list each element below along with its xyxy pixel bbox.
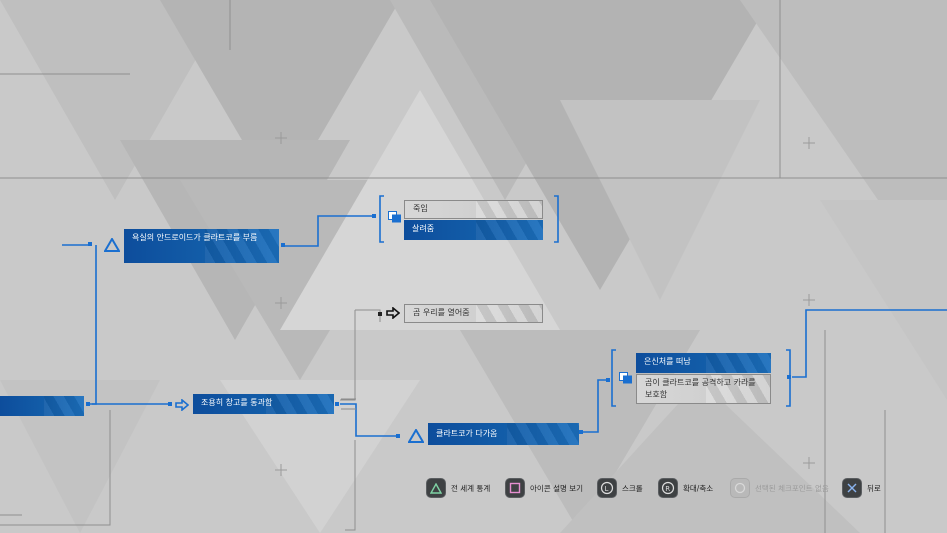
flow-node-call-chloe[interactable]: 욕실의 안드로이드가 클라트코를 부름 [124,229,279,263]
triangle-button-icon [427,479,445,497]
legend-world-stats[interactable]: 전 세계 통계 [427,476,490,500]
flow-node-escape-hiding[interactable]: 은신처를 떠남 [636,353,771,373]
legend-icon-help[interactable]: 아이콘 설명 보기 [506,476,583,500]
legend-zoom[interactable]: R 확대/축소 [659,476,713,500]
arrow-right-icon [175,399,189,411]
svg-text:L: L [605,485,609,493]
triangle-icon [408,429,424,443]
node-label: 죽임 [413,204,428,213]
choice-group-icon [619,372,632,384]
flow-node-bear-attacks[interactable]: 곰이 클라트코를 공격하고 카라를 보호함 [636,374,771,404]
cross-button-icon [843,479,861,497]
flow-node-chloe-approaches[interactable]: 클라트코가 다가옴 [428,423,579,445]
node-label: 은신처를 떠남 [644,357,691,366]
right-stick-icon: R [659,479,677,497]
svg-text:R: R [665,485,670,493]
node-label: 곰이 클라트코를 공격하고 카라를 보호함 [645,378,756,399]
node-label: 곰 우리를 열어줌 [413,308,470,317]
choice-group-icon [388,211,401,223]
node-label: 조용히 창고를 통과함 [201,398,273,407]
legend-scroll[interactable]: L 스크롤 [598,476,643,500]
square-button-icon [506,479,524,497]
flow-node-open-bear-cage[interactable]: 곰 우리를 열어줌 [404,304,543,323]
flow-node-pass-quietly[interactable]: 조용히 창고를 통과함 [193,394,334,414]
triangle-icon [104,238,120,252]
legend-label: 선택된 체크포인트 없음 [755,483,829,493]
node-label: 살려줌 [412,224,435,233]
legend-back[interactable]: 뒤로 [843,476,881,500]
legend-label: 뒤로 [867,483,881,493]
node-label: 욕실의 안드로이드가 클라트코를 부름 [132,233,258,242]
node-label: 클라트코가 다가옴 [436,429,498,438]
legend-label: 확대/축소 [683,483,714,493]
flow-node-death[interactable]: 죽임 [404,200,543,219]
flow-node-offscreen-left[interactable] [0,396,84,416]
legend-no-checkpoint: 선택된 체크포인트 없음 [731,476,829,500]
left-stick-icon: L [598,479,616,497]
arrow-right-icon [386,307,400,319]
legend-label: 스크롤 [622,483,643,493]
flow-node-saved[interactable]: 살려줌 [404,220,543,240]
legend-label: 아이콘 설명 보기 [530,483,584,493]
legend-label: 전 세계 통계 [451,483,491,493]
circle-button-icon [731,479,749,497]
